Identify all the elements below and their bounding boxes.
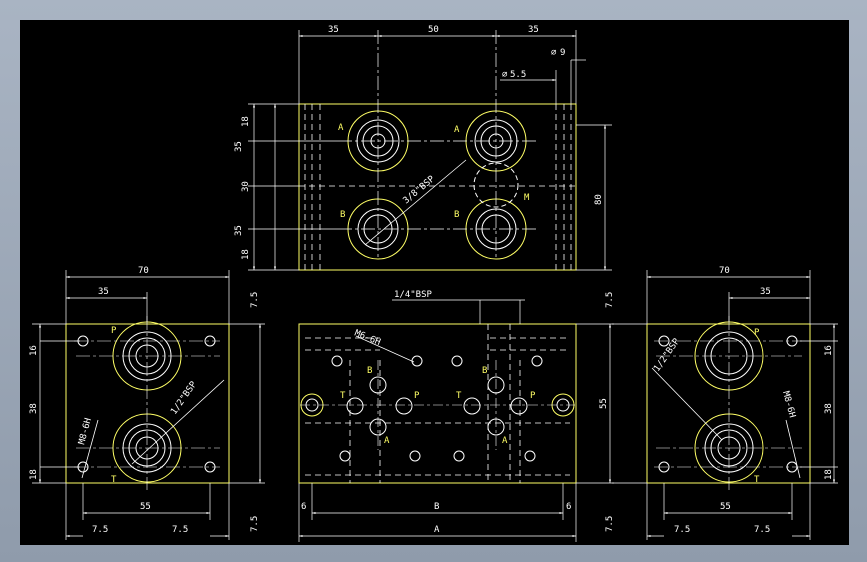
right-view-dim-label: 16 (824, 345, 834, 356)
front-view-port-label: T (340, 391, 346, 401)
top-view-dim-label: 35 (234, 225, 244, 236)
left-view-dim-label: 70 (138, 266, 149, 276)
front-view-port-label: B (367, 366, 372, 376)
right-view-outline (646, 323, 811, 484)
left-view-leader-screw (81, 419, 99, 479)
top-view-dim-label: 30 (241, 181, 251, 192)
left-view-dim-label: 7.5 (172, 525, 188, 535)
top-view-hidden-lines (299, 104, 576, 270)
top-view-port-label: M (524, 193, 530, 203)
left-view-screw-note: M8-6H (77, 417, 94, 446)
front-view-screw-note: M6-6H (353, 329, 382, 348)
left-view-dim-label: 18 (29, 469, 39, 480)
front-view-outline (298, 323, 577, 484)
top-view-leader (364, 159, 467, 246)
top-view-thread-note: 3/8"BSP (402, 174, 438, 206)
right-view-leader (651, 367, 723, 441)
top-view-dim-label: 35 (234, 141, 244, 152)
left-view-dimensions (32, 270, 265, 540)
front-view-dimensions (298, 323, 614, 542)
left-view: 1/2"BSP M8-6H P T 70 35 16 38 18 7.5 7.5… (29, 266, 265, 540)
left-view-ports (77, 321, 216, 483)
top-view: 3/8"BSP A A B B M 35 50 35 9 (234, 25, 612, 271)
cad-drawing: 3/8"BSP A A B B M 35 50 35 9 (29, 25, 838, 542)
front-view-port-label: B (482, 366, 487, 376)
left-view-dim-label: 55 (140, 502, 151, 512)
left-view-centerlines (74, 316, 220, 490)
top-view-dim-label: 9 (560, 48, 565, 58)
diameter-icon: ⌀ (551, 48, 557, 58)
right-view-dim-label: 55 (720, 502, 731, 512)
front-view-dim-label: B (434, 502, 439, 512)
right-view: 1/2"BSP M8-6H P T 70 35 16 38 18 7.5 7.5… (605, 266, 838, 540)
left-view-dim-label: 35 (98, 287, 109, 297)
top-view-port-label: B (340, 210, 345, 220)
front-view-port-label: A (502, 436, 508, 446)
left-view-dim-label: 7.5 (250, 516, 260, 532)
front-view-thread-note: 1/4"BSP (394, 290, 433, 300)
front-view-hidden-lines (305, 324, 570, 483)
right-view-port-label: T (754, 475, 760, 485)
top-view-outline (298, 103, 577, 271)
front-view-port-label: P (530, 391, 536, 401)
left-view-dim-label: 7.5 (92, 525, 108, 535)
front-view-port-label: P (414, 391, 420, 401)
left-view-leader (131, 379, 225, 465)
right-view-centerlines (654, 316, 802, 490)
right-view-leader-screw (785, 419, 801, 479)
diameter-icon: ⌀ (502, 70, 508, 80)
right-view-dim-label: 7.5 (674, 525, 690, 535)
front-view-port-label: A (384, 436, 390, 446)
top-view-dim-label: 18 (241, 249, 251, 260)
front-view-holes (300, 355, 575, 462)
right-view-dim-label: 38 (824, 403, 834, 414)
top-view-port-label: A (454, 125, 460, 135)
right-view-thread-note: 1/2"BSP (652, 336, 682, 373)
front-view: 1/4"BSP M6-6H B B T (298, 290, 614, 542)
left-view-outline (65, 323, 230, 484)
right-view-dim-label: 7.5 (754, 525, 770, 535)
top-view-dim-label: 80 (594, 194, 604, 205)
drawing-canvas[interactable]: 3/8"BSP A A B B M 35 50 35 9 (20, 20, 849, 545)
front-view-dim-label: 55 (599, 398, 609, 409)
top-view-dim-label: 35 (528, 25, 539, 35)
left-view-thread-note: 1/2"BSP (169, 379, 199, 416)
front-view-dim-label: A (434, 525, 440, 535)
top-view-dimensions (248, 30, 612, 271)
left-view-dim-label: 7.5 (250, 292, 260, 308)
right-view-port-label: P (754, 328, 760, 338)
top-view-dim-label: 18 (241, 116, 251, 127)
right-view-dimensions (612, 270, 838, 540)
top-view-centerlines (338, 30, 536, 260)
top-view-dim-label: 35 (328, 25, 339, 35)
front-view-centerlines (300, 360, 575, 450)
left-view-port-label: T (111, 475, 117, 485)
right-view-dim-label: 7.5 (605, 516, 615, 532)
top-view-port-label: A (338, 123, 344, 133)
left-view-dim-label: 38 (29, 403, 39, 414)
front-view-dim-label: 6 (301, 502, 306, 512)
left-view-port-label: P (111, 326, 117, 336)
right-view-dim-label: 70 (719, 266, 730, 276)
top-view-dim-label: 50 (428, 25, 439, 35)
front-view-screw-leader (355, 335, 415, 363)
top-view-port-label: B (454, 210, 459, 220)
left-view-dim-label: 16 (29, 345, 39, 356)
right-view-dim-label: 7.5 (605, 292, 615, 308)
right-view-screw-note: M8-6H (780, 390, 797, 419)
top-view-dim-label: 5.5 (510, 70, 526, 80)
front-view-port-label: T (456, 391, 462, 401)
front-view-dim-label: 6 (566, 502, 571, 512)
right-view-dim-label: 18 (824, 469, 834, 480)
right-view-dim-label: 35 (760, 287, 771, 297)
